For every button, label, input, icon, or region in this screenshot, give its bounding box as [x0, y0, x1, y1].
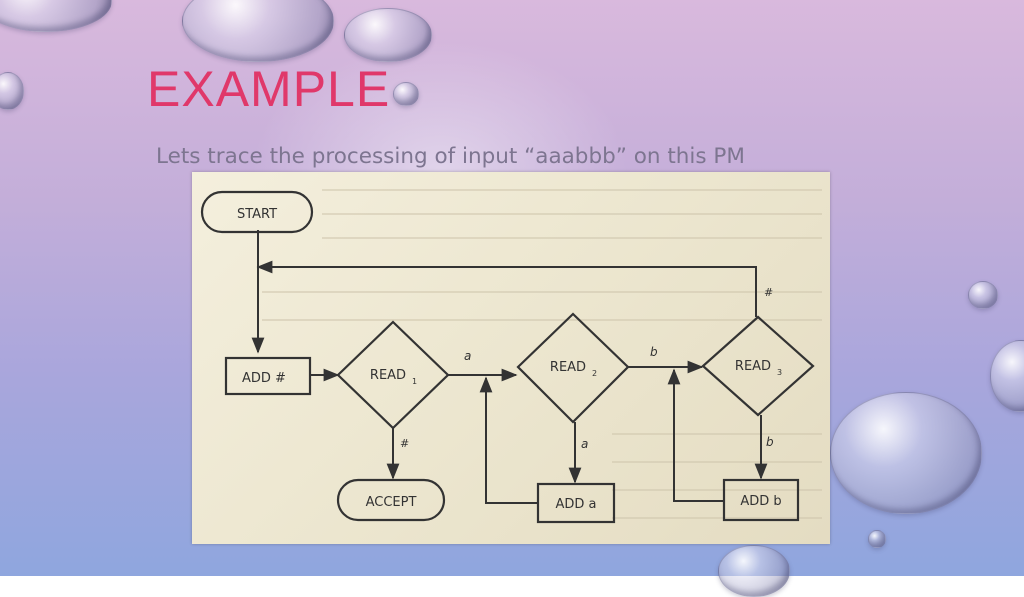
add-hash-node	[224, 356, 312, 396]
water-drop-decoration	[0, 72, 24, 110]
start-node	[200, 190, 314, 234]
read3-label: READ	[735, 359, 771, 374]
water-drop-decoration	[830, 392, 982, 514]
water-drop-decoration	[0, 0, 112, 32]
read1-label: READ	[370, 368, 406, 383]
read2-node	[516, 312, 630, 424]
read1-subscript: 1	[412, 377, 417, 386]
accept-node	[336, 478, 446, 522]
edge-label-read3-hash: #	[764, 286, 773, 299]
edge-label-read1-a: a	[464, 349, 471, 363]
water-drop-decoration	[393, 82, 419, 106]
edge-adda-loop	[479, 376, 538, 504]
edge-addb-loop	[667, 368, 724, 502]
water-drop-decoration	[990, 340, 1024, 412]
add-b-node	[722, 478, 800, 522]
read2-subscript: 2	[592, 369, 597, 378]
slide-title: EXAMPLE	[147, 61, 391, 117]
edge-read3-hash-loop	[256, 260, 757, 317]
edge-label-read2-a: a	[581, 437, 588, 451]
water-drop-decoration	[344, 8, 432, 62]
add-hash-label: ADD #	[242, 371, 286, 386]
water-drop-decoration	[968, 281, 998, 309]
water-drop-decoration	[718, 545, 790, 597]
flowchart-diagram: START ADD # READ 1 READ 2 READ 3 ACCEPT …	[200, 189, 822, 524]
edge-label-read3-b: b	[766, 435, 774, 449]
accept-label: ACCEPT	[366, 495, 417, 510]
read3-subscript: 3	[777, 368, 782, 377]
slide-subtitle: Lets trace the processing of input “aaab…	[156, 144, 745, 169]
start-label: START	[237, 207, 277, 222]
add-a-label: ADD a	[555, 497, 596, 512]
scan-background-text	[262, 189, 822, 519]
water-drop-decoration	[868, 530, 886, 548]
add-b-label: ADD b	[740, 494, 781, 509]
add-a-node	[536, 482, 616, 524]
read3-node	[701, 315, 815, 417]
read1-node	[336, 320, 450, 430]
edge-label-read2-b: b	[650, 345, 658, 359]
read2-label: READ	[550, 360, 586, 375]
flowchart-image: START ADD # READ 1 READ 2 READ 3 ACCEPT …	[192, 172, 830, 544]
edge-label-read1-hash: #	[400, 437, 409, 450]
